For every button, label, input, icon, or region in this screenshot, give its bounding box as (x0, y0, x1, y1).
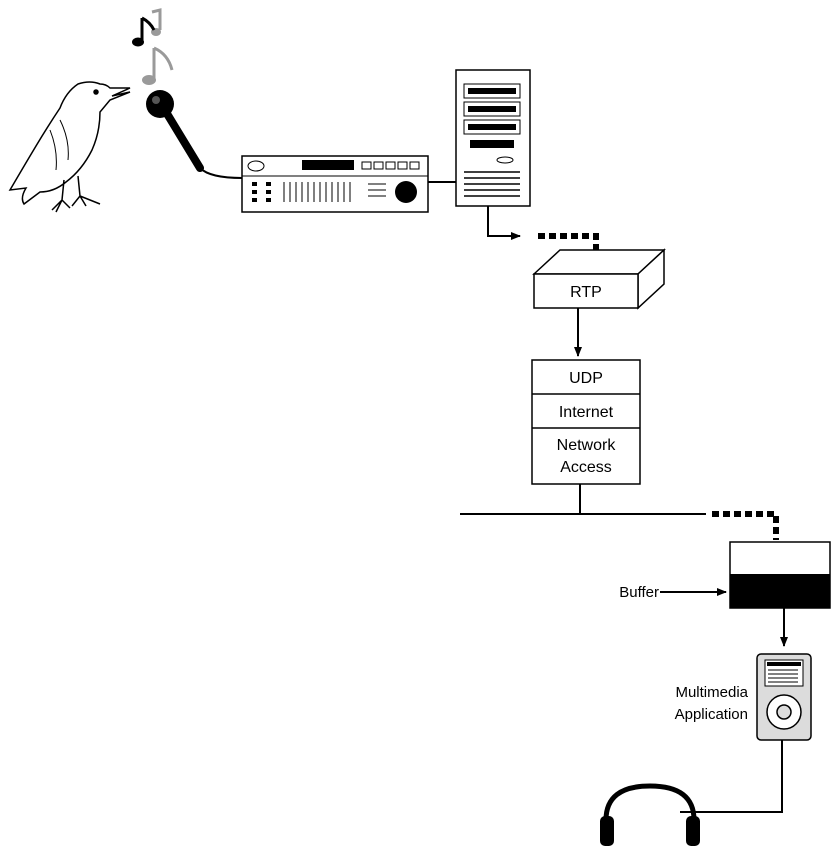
headphones-icon (600, 783, 700, 846)
rtp-box (532, 248, 666, 310)
buffer-label: Buffer (619, 584, 659, 601)
multimedia-label-line2: Application (675, 706, 748, 723)
protocol-stack (531, 359, 641, 485)
network-access-label-line2: Access (560, 459, 612, 476)
audio-mixer-icon (241, 155, 456, 213)
computer-tower-icon (455, 69, 531, 207)
buffer-box (729, 541, 831, 609)
computer-to-network-connector (487, 206, 521, 240)
rtp-label: RTP (570, 284, 602, 301)
bird-icon (8, 81, 131, 213)
multimedia-label-line1: Multimedia (675, 684, 748, 701)
media-player-icon (756, 653, 812, 741)
music-notes-icon (132, 8, 174, 85)
microphone-icon (146, 90, 243, 179)
network-access-label-line1: Network (557, 437, 617, 454)
udp-label: UDP (569, 370, 603, 387)
headphone-cable (680, 740, 783, 813)
network-to-buffer-dashed (712, 511, 779, 540)
internet-label: Internet (559, 404, 614, 421)
